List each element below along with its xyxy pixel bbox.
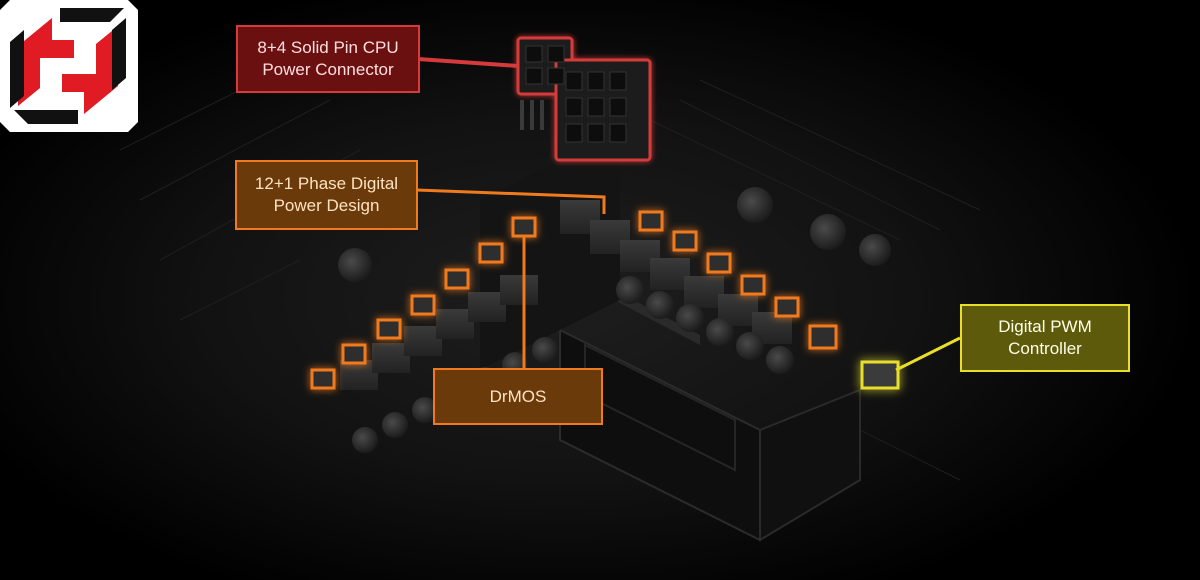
choke-row-right bbox=[620, 240, 792, 344]
cpu-power-connector bbox=[516, 36, 652, 162]
pwm-controller-chip bbox=[860, 360, 900, 390]
capacitors bbox=[338, 187, 891, 453]
phase-design-label-line2: Power Design bbox=[273, 196, 380, 215]
drmos-chips bbox=[310, 210, 838, 390]
cpu-power-label-line1: 8+4 Solid Pin CPU bbox=[257, 38, 399, 57]
drmos-callout: DrMOS bbox=[433, 368, 603, 425]
drmos-label: DrMOS bbox=[489, 386, 547, 406]
pwm-label-line1: Digital PWM bbox=[998, 317, 1092, 336]
phase-design-label-line1: 12+1 Phase Digital bbox=[254, 174, 399, 193]
pwm-controller-callout: Digital PWM Controller bbox=[960, 304, 1130, 372]
connector-pins bbox=[520, 100, 544, 130]
cpu-power-label-line2: Power Connector bbox=[262, 60, 394, 79]
leader-lines bbox=[416, 57, 961, 372]
choke-row-left bbox=[340, 200, 630, 390]
cpu-power-connector-callout: 8+4 Solid Pin CPU Power Connector bbox=[236, 25, 420, 93]
heatsink-pad-left bbox=[480, 130, 620, 370]
brand-logo-icon bbox=[0, 0, 138, 132]
pwm-label-line2: Controller bbox=[1008, 339, 1082, 358]
phase-design-callout: 12+1 Phase Digital Power Design bbox=[235, 160, 418, 230]
